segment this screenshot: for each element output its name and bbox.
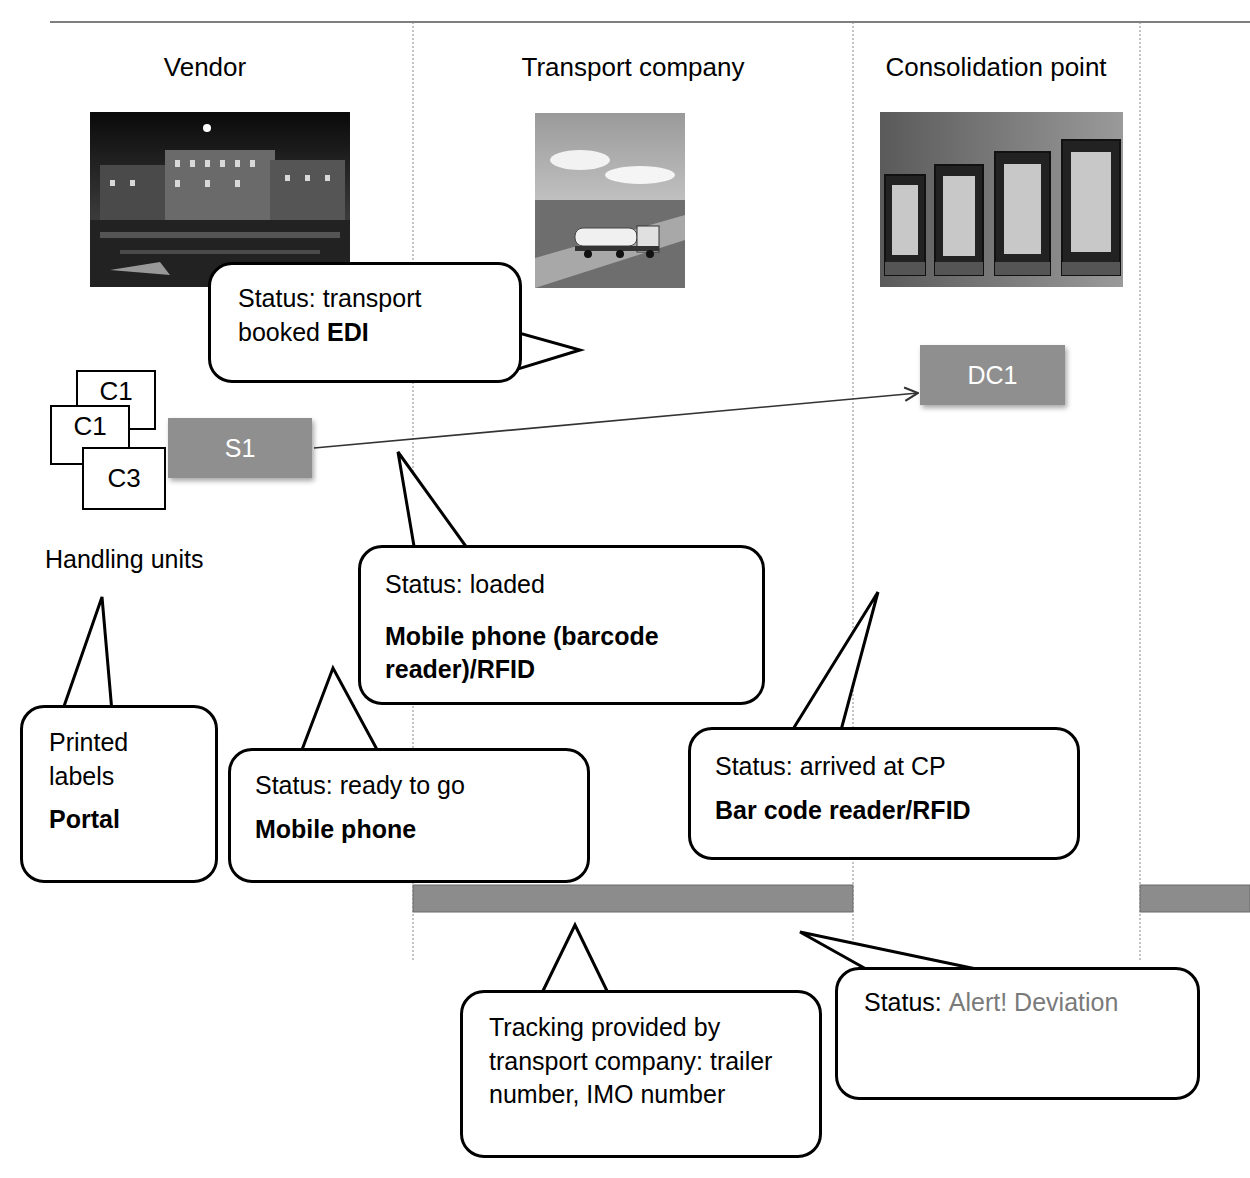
lane-heading: Consolidation point	[885, 52, 1106, 83]
dock-photo	[880, 112, 1123, 287]
node-detail: EDI	[327, 318, 369, 346]
transport-bar	[413, 885, 853, 912]
callout-tail	[790, 592, 878, 734]
truck-photo	[535, 113, 685, 288]
handling-units-label: Handling units	[45, 545, 203, 574]
callout-tail	[398, 452, 470, 552]
node-text: Status: loaded	[385, 568, 738, 602]
node-detail: Alert! Deviation	[949, 988, 1119, 1016]
shipment-box: S1	[168, 418, 312, 478]
callout-tail	[62, 597, 112, 712]
node-detail: Mobile phone (barcode reader)/RFID	[385, 620, 738, 687]
callout-box: Status: ready to go Mobile phone	[228, 748, 590, 883]
node-text: C3	[84, 463, 164, 493]
consolidation-box: DC1	[920, 345, 1065, 405]
lane-heading: Vendor	[164, 52, 246, 83]
lane-divider	[1140, 22, 1141, 960]
node-text: C1	[52, 411, 128, 441]
callout-box: Status: transport bookedEDI	[208, 262, 522, 383]
node-text: Tracking provided by transport company: …	[489, 1011, 795, 1112]
vendor-photo	[90, 112, 350, 287]
node-text: Status: ready to go	[255, 769, 563, 803]
node-text: Printed labels	[49, 726, 193, 793]
node-text: C1	[78, 376, 154, 406]
callout-box: Status: arrived at CP Bar code reader/RFI…	[688, 727, 1080, 860]
node-text: S1	[225, 434, 256, 463]
node-text: Status:	[864, 988, 942, 1016]
node-detail: Portal	[49, 803, 193, 837]
lane-heading: Transport company	[521, 52, 744, 83]
callout-box: Tracking provided by transport company: …	[460, 990, 822, 1158]
node-text: DC1	[967, 361, 1017, 390]
callout-box: Printed labelsPortal	[20, 705, 218, 883]
callout-box: Status:Alert! Deviation	[835, 967, 1200, 1100]
handling-unit: C3	[82, 447, 166, 510]
node-detail: Mobile phone	[255, 813, 563, 847]
node-text: Status: arrived at CP	[715, 750, 1053, 784]
transport-bar	[1140, 885, 1250, 912]
callout-tail	[540, 925, 610, 997]
node-detail: Bar code reader/RFID	[715, 794, 1053, 828]
callout-box: Status: loadedMobile phone (barcode read…	[358, 545, 765, 705]
top-rule	[50, 21, 1250, 23]
flow-arrow	[314, 393, 918, 448]
